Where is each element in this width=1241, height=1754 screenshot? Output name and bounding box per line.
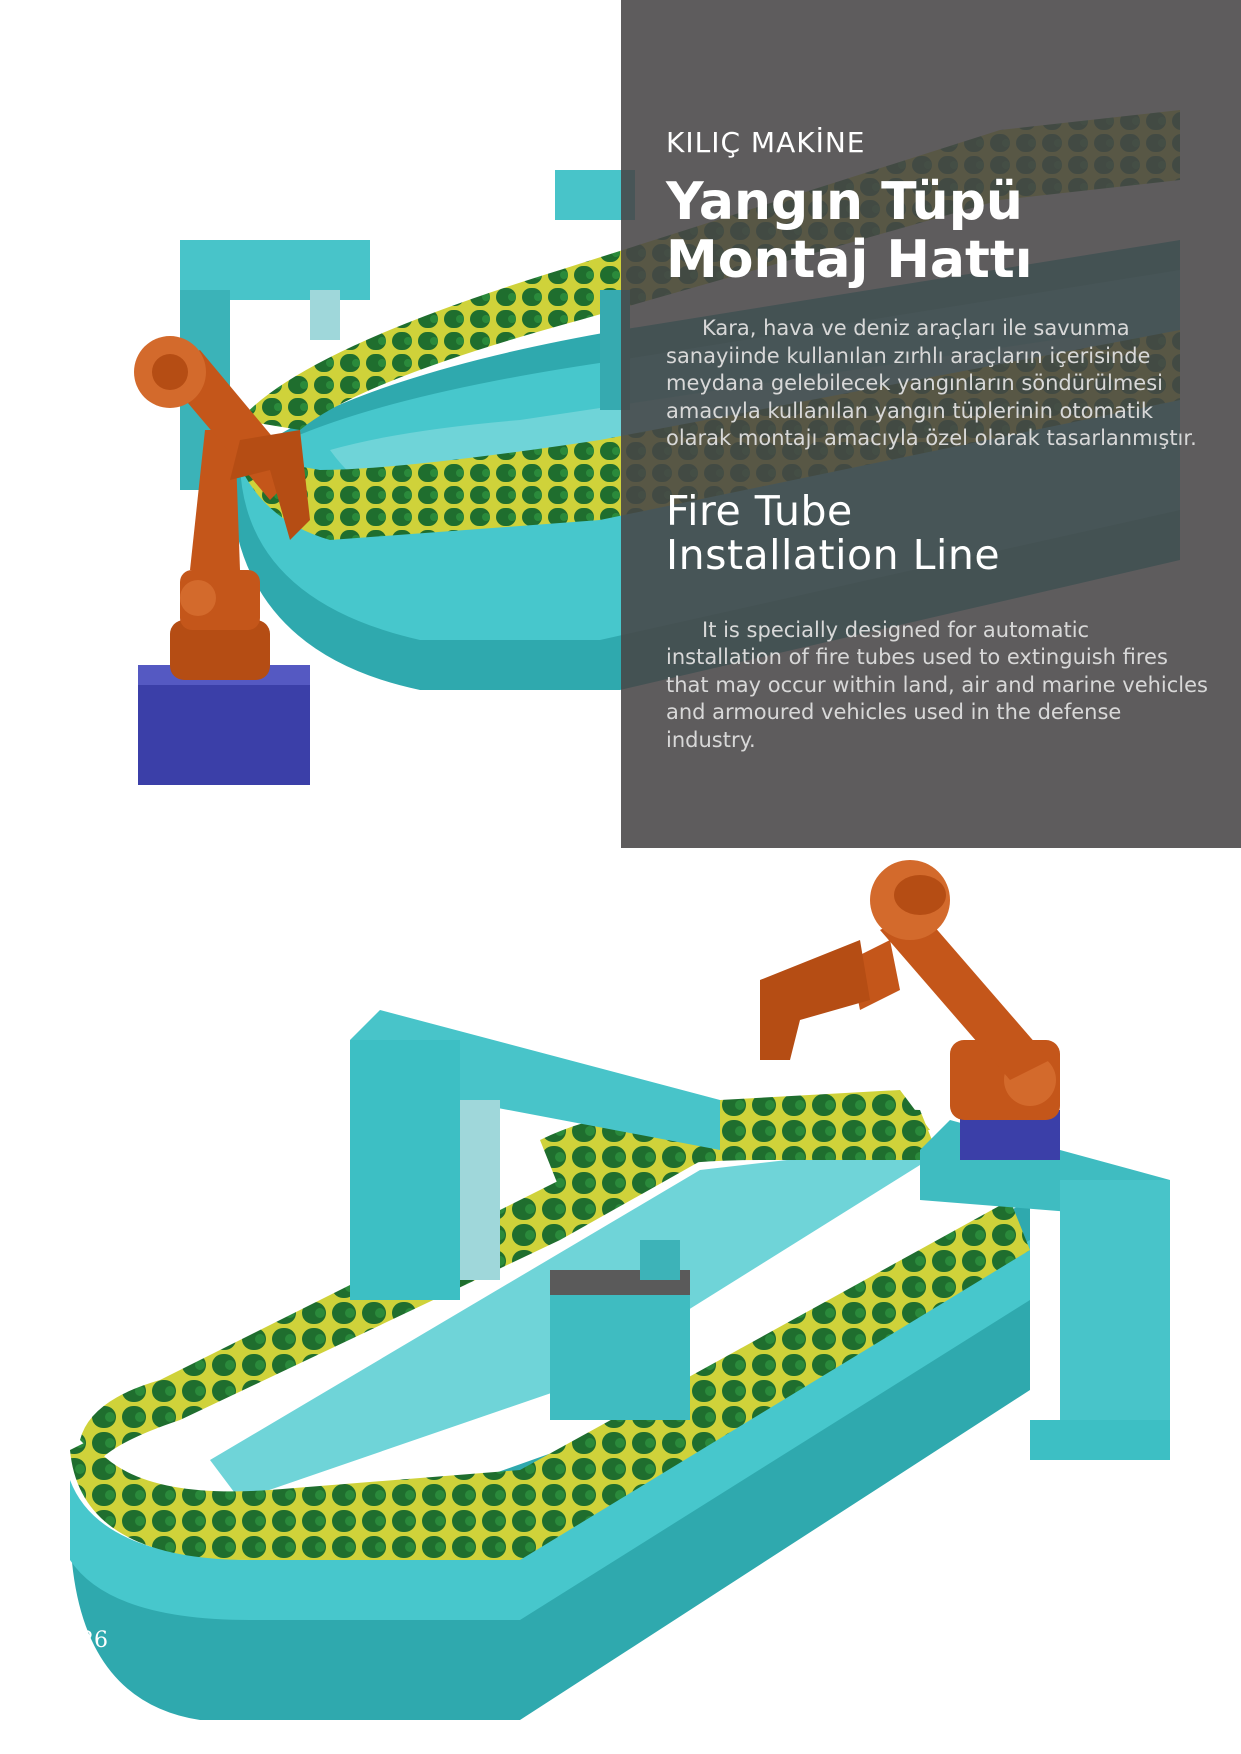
description-turkish: Kara, hava ve deniz araçları ile savunma… bbox=[666, 316, 1197, 450]
title-english-line1: Fire Tube bbox=[666, 486, 853, 535]
bottom-conveyor-illustration bbox=[70, 860, 1170, 1720]
page-number: 26 bbox=[80, 1628, 108, 1653]
title-turkish-line2: Montaj Hattı bbox=[666, 230, 1033, 290]
title-english-line2: Installation Line bbox=[666, 530, 1001, 579]
brand-name: KILIÇ MAKİNE bbox=[666, 126, 866, 159]
description-english: It is specially designed for automatic i… bbox=[666, 617, 1209, 752]
info-panel: KILIÇ MAKİNE Yangın Tüpü Montaj Hattı Ka… bbox=[621, 0, 1241, 848]
title-turkish-line1: Yangın Tüpü bbox=[666, 172, 1023, 232]
title-english: Fire Tube Installation Line bbox=[666, 489, 1211, 577]
title-turkish: Yangın Tüpü Montaj Hattı bbox=[666, 173, 1211, 289]
